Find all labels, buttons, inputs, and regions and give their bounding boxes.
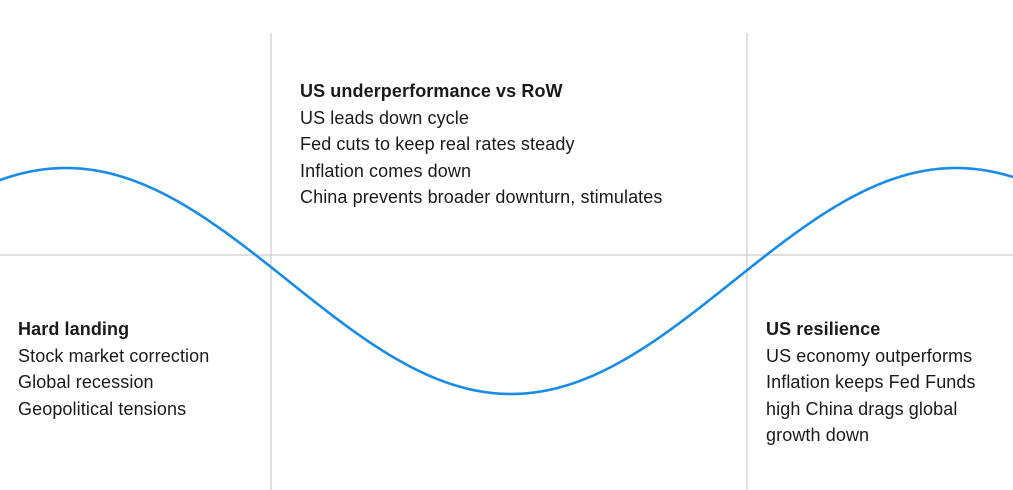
scenario-point: US economy outperforms [766,345,973,366]
scenario-point: Global recession [18,372,154,392]
scenario-point: Inflation comes down [300,160,472,181]
scenario-point: China prevents broader downturn, stimula… [300,187,663,207]
economic-cycle-wave [0,166,1013,396]
scenario-point: high China drags global [766,398,958,419]
scenario-heading: Hard landing [18,319,130,339]
scenario-point: Geopolitical tensions [18,398,187,419]
scenario-point: Inflation keeps Fed Funds [766,372,976,392]
scenario-heading: US underperformance vs RoW [300,81,563,101]
scenario-point: Fed cuts to keep real rates steady [300,134,575,154]
scenario-heading: US resilience [766,319,881,339]
scenario-point: Stock market correction [18,345,210,366]
scenario-us-underperformance: US underperformance vs RoW US leads down… [300,78,663,211]
scenario-us-resilience: US resilience US economy outperforms Inf… [766,316,976,449]
scenario-point: growth down [766,425,870,445]
scenario-hard-landing: Hard landing Stock market correction Glo… [18,316,209,422]
scenario-point: US leads down cycle [300,107,469,128]
